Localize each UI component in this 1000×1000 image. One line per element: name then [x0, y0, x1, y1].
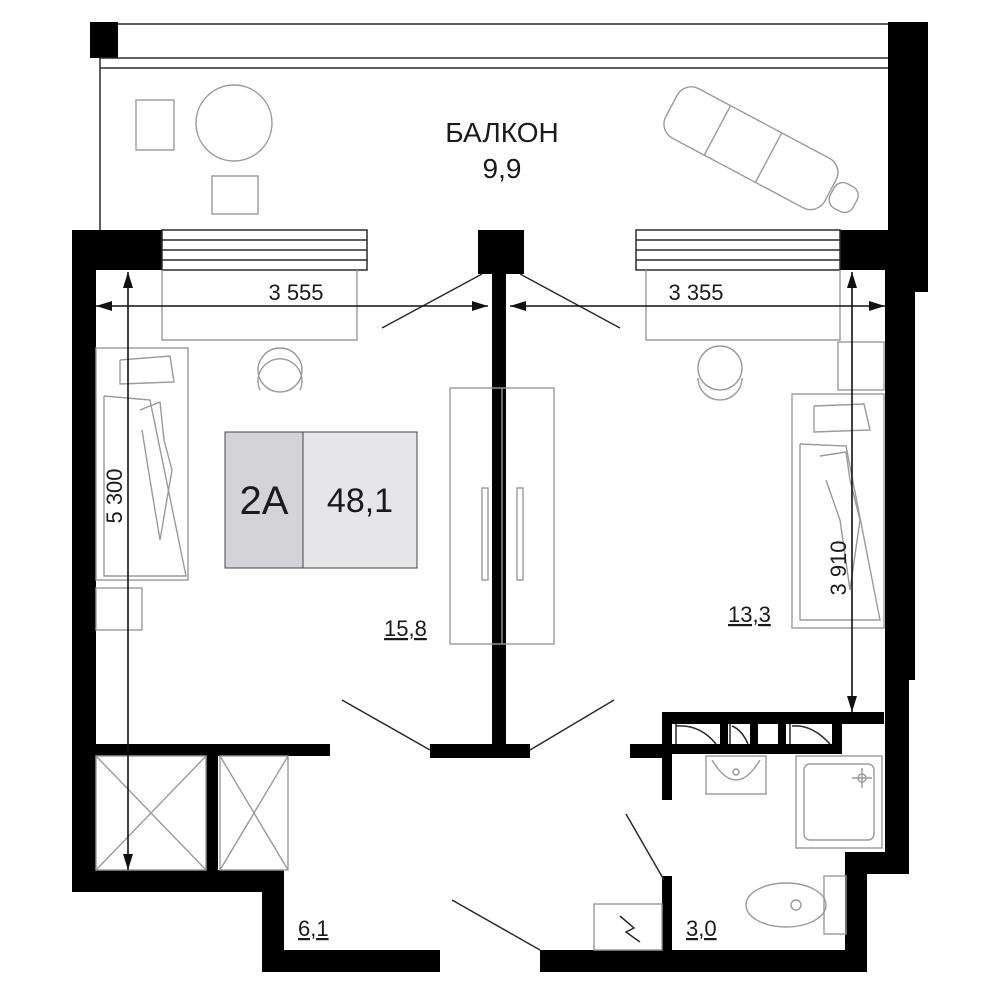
room-left-area: 15,8 — [384, 616, 427, 641]
bathroom: 3,0 — [675, 724, 883, 941]
right-depth-dimension: 3 910 — [826, 540, 851, 595]
dimension-lines: 3 555 3 355 5 300 3 910 — [96, 272, 885, 870]
sink-icon — [705, 755, 767, 795]
closet-left-icon — [95, 755, 207, 871]
left-depth-dimension: 5 300 — [102, 468, 127, 523]
room-right: 13,3 — [519, 270, 885, 751]
room-right-area: 13,3 — [728, 602, 771, 627]
left-width-dimension: 3 555 — [268, 280, 323, 305]
hall: 6,1 — [95, 755, 665, 951]
balcony-stool-icon — [211, 175, 259, 215]
electric-panel-icon — [593, 903, 663, 951]
left-chair-icon — [257, 358, 303, 391]
lounger-icon — [663, 86, 859, 214]
balcony-area: 9,9 — [483, 153, 522, 184]
apartment-type: 2А — [240, 479, 289, 523]
right-width-dimension: 3 355 — [668, 280, 723, 305]
left-bed-icon — [95, 347, 189, 581]
apartment-badge: 2А 48,1 — [224, 431, 418, 569]
walls — [72, 22, 928, 972]
apartment-total-area: 48,1 — [327, 482, 393, 520]
balcony: БАЛКОН 9,9 — [99, 23, 888, 271]
bathroom-area: 3,0 — [686, 916, 717, 941]
right-bed-icon — [791, 393, 885, 629]
toilet-icon — [823, 875, 847, 935]
balcony-name: БАЛКОН — [445, 117, 558, 148]
balcony-table-icon — [195, 84, 273, 162]
shower-icon — [795, 755, 883, 849]
hall-area: 6,1 — [298, 916, 329, 941]
balcony-chair-icon — [135, 99, 175, 151]
right-chair-icon — [697, 345, 743, 391]
room-left: 15,8 — [95, 270, 555, 751]
closet-right-icon — [219, 755, 289, 871]
